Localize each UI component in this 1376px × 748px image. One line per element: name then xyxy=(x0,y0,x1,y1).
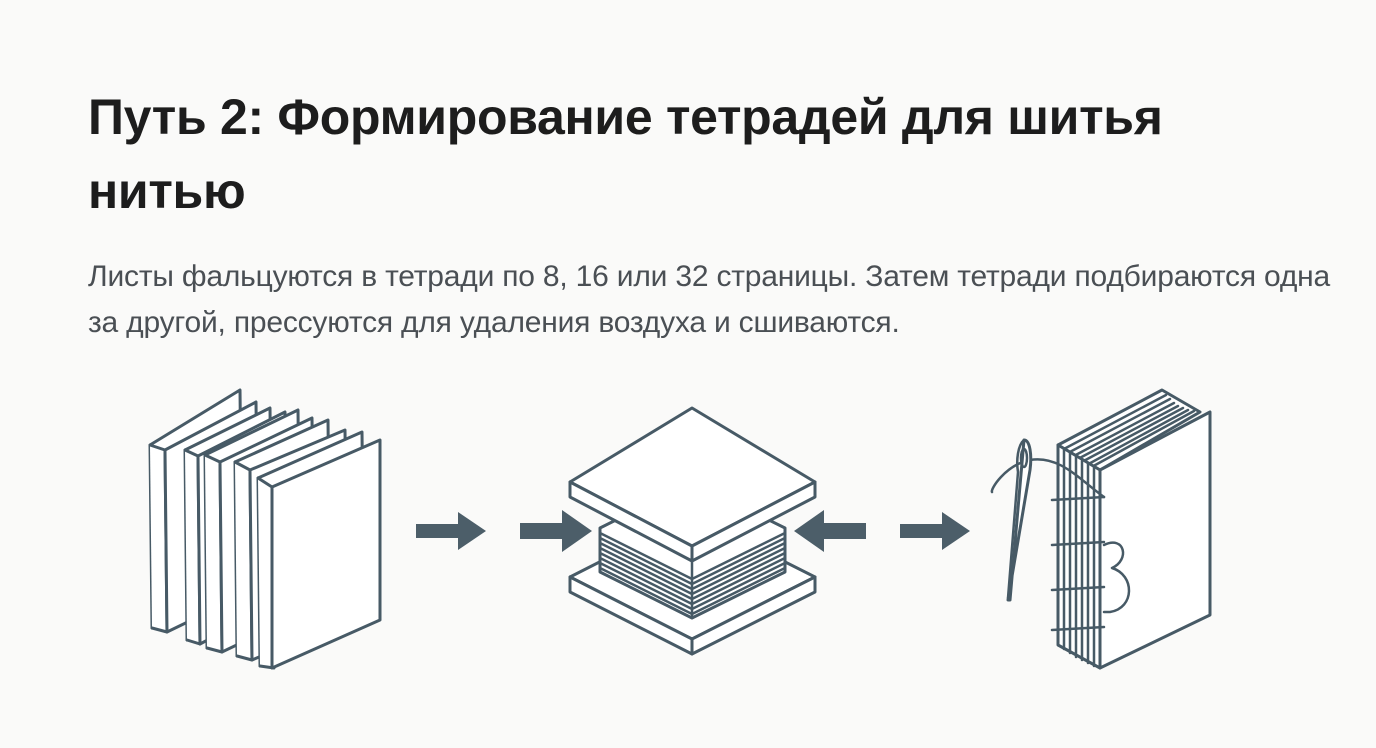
arrow-right-icon xyxy=(900,512,970,550)
page-description: Листы фальцуются в тетради по 8, 16 или … xyxy=(88,260,1330,339)
sewn-book-icon xyxy=(990,388,1212,670)
folded-signatures-icon xyxy=(148,388,382,670)
arrow-right-icon xyxy=(416,512,486,550)
process-diagram-svg: .ln { fill: #ffffff; stroke: #475a66; st… xyxy=(148,388,1212,670)
press-arrow-left-icon xyxy=(520,510,592,552)
press-icon xyxy=(568,406,817,656)
page-title: Путь 2: Формирование тетрадей для шитья … xyxy=(88,89,1163,219)
press-arrow-right-icon xyxy=(794,510,866,552)
process-diagram: .ln { fill: #ffffff; stroke: #475a66; st… xyxy=(0,370,1376,690)
